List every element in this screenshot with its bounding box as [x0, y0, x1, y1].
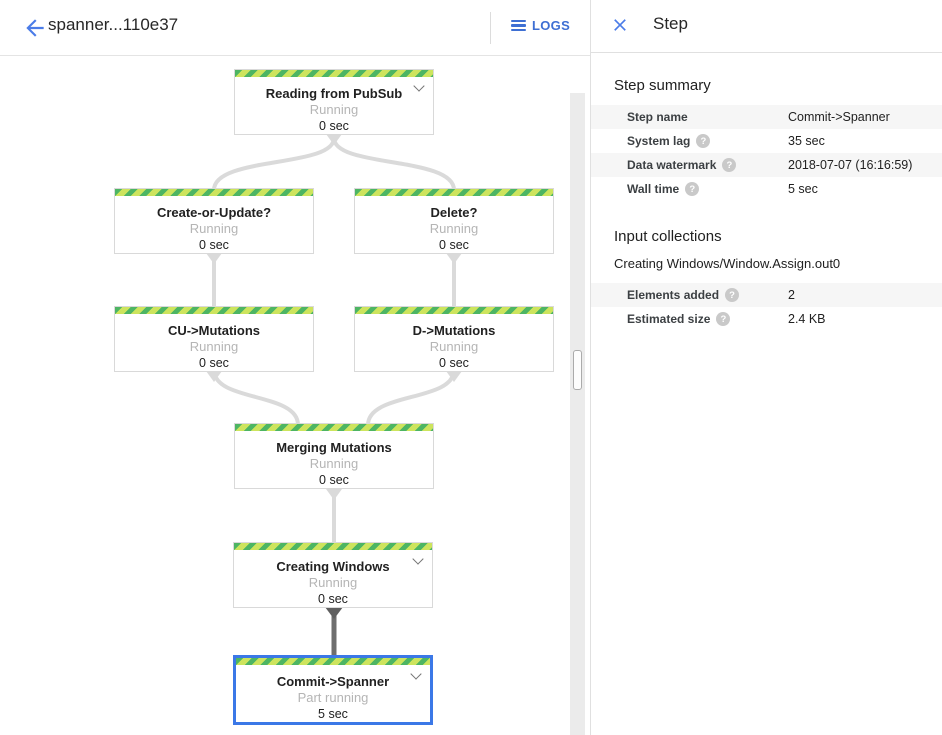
row-value: Commit->Spanner: [788, 110, 890, 124]
graph-node-creating-windows[interactable]: Creating Windows Running 0 sec: [233, 542, 433, 608]
node-title: Creating Windows: [276, 559, 390, 574]
graph-edges: [206, 134, 462, 657]
edge-cu-to-merging: [212, 368, 300, 427]
running-progress-stripe: [115, 307, 313, 314]
topbar: spanner...110e37 LOGS: [0, 0, 590, 56]
node-status: Running: [189, 221, 239, 236]
node-status: Running: [429, 221, 479, 236]
step-panel-header: Step: [591, 0, 942, 53]
row-value: 2018-07-07 (16:16:59): [788, 158, 913, 172]
help-icon[interactable]: ?: [716, 312, 731, 326]
help-icon[interactable]: ?: [696, 134, 711, 148]
graph-node-create-or-update[interactable]: Create-or-Update? Running 0 sec: [114, 188, 314, 254]
node-title: Commit->Spanner: [276, 674, 390, 689]
running-progress-stripe: [235, 70, 433, 77]
input-collection-name: Creating Windows/Window.Assign.out0: [614, 256, 841, 271]
arrowhead: [326, 489, 342, 500]
row-value: 2.4 KB: [788, 312, 826, 326]
node-status: Running: [309, 456, 359, 471]
running-progress-stripe: [236, 658, 430, 665]
arrowhead: [446, 371, 462, 382]
back-arrow-icon[interactable]: [22, 15, 48, 41]
graph-pane: Reading from PubSub Running 0 sec Create…: [0, 0, 591, 735]
summary-row-data-watermark: Data watermark ? 2018-07-07 (16:16:59): [591, 153, 942, 177]
node-status: Running: [189, 339, 239, 354]
row-value: 5 sec: [788, 182, 818, 196]
panel-title: Step: [653, 14, 688, 33]
row-label: System lag ?: [627, 134, 788, 148]
input-collections-heading: Input collections: [614, 228, 722, 245]
step-details-panel: Step Step summary Step name Commit->Span…: [591, 0, 942, 735]
running-progress-stripe: [235, 424, 433, 431]
logs-list-icon: [511, 19, 526, 32]
topbar-divider: [490, 12, 491, 44]
node-title: Merging Mutations: [276, 440, 392, 455]
graph-node-commit-spanner-selected[interactable]: Commit->Spanner Part running 5 sec: [233, 655, 433, 725]
graph-scrollbar-thumb[interactable]: [573, 350, 582, 390]
help-icon[interactable]: ?: [722, 158, 737, 172]
graph-node-reading-from-pubsub[interactable]: Reading from PubSub Running 0 sec: [234, 69, 434, 135]
step-panel-body: Step summary Step name Commit->Spanner S…: [591, 52, 942, 331]
close-icon[interactable]: [610, 15, 630, 35]
edge-reading-to-create: [212, 136, 336, 192]
arrowhead: [446, 253, 462, 264]
node-time: 0 sec: [199, 238, 229, 252]
row-label: Step name: [627, 110, 688, 124]
graph-node-merging-mutations[interactable]: Merging Mutations Running 0 sec: [234, 423, 434, 489]
node-title: Reading from PubSub: [265, 86, 403, 101]
row-label: Elements added ?: [627, 288, 788, 302]
node-title: CU->Mutations: [167, 323, 261, 338]
summary-row-wall-time: Wall time ? 5 sec: [591, 177, 942, 201]
node-time: 0 sec: [439, 356, 469, 370]
node-time: 0 sec: [319, 119, 349, 133]
graph-node-delete[interactable]: Delete? Running 0 sec: [354, 188, 554, 254]
node-status: Running: [308, 575, 358, 590]
node-title: Delete?: [430, 205, 478, 220]
node-status: Running: [309, 102, 359, 117]
node-status: Part running: [297, 690, 369, 705]
summary-row-system-lag: System lag ? 35 sec: [591, 129, 942, 153]
node-status: Running: [429, 339, 479, 354]
node-time: 0 sec: [199, 356, 229, 370]
arrowhead-dark: [325, 607, 343, 619]
arrowhead: [326, 134, 342, 145]
graph-node-cu-mutations[interactable]: CU->Mutations Running 0 sec: [114, 306, 314, 372]
job-title: spanner...110e37: [48, 15, 179, 34]
input-row-estimated-size: Estimated size ? 2.4 KB: [591, 307, 942, 331]
row-label: Data watermark ?: [627, 158, 788, 172]
summary-row-step-name: Step name Commit->Spanner: [591, 105, 942, 129]
node-time: 0 sec: [319, 473, 349, 487]
running-progress-stripe: [355, 189, 553, 196]
graph-scrollbar-track[interactable]: [570, 93, 585, 735]
running-progress-stripe: [115, 189, 313, 196]
step-summary-heading: Step summary: [614, 77, 711, 94]
row-label: Estimated size ?: [627, 312, 788, 326]
node-time: 5 sec: [318, 707, 348, 721]
row-label: Wall time ?: [627, 182, 788, 196]
row-value: 35 sec: [788, 134, 825, 148]
edge-reading-to-delete: [332, 136, 456, 192]
running-progress-stripe: [355, 307, 553, 314]
arrowhead: [206, 253, 222, 264]
node-title: Create-or-Update?: [156, 205, 272, 220]
logs-button-label: LOGS: [532, 18, 571, 33]
row-value: 2: [788, 288, 795, 302]
graph-node-d-mutations[interactable]: D->Mutations Running 0 sec: [354, 306, 554, 372]
node-title: D->Mutations: [412, 323, 496, 338]
logs-button[interactable]: LOGS: [511, 18, 570, 33]
help-icon[interactable]: ?: [685, 182, 700, 196]
help-icon[interactable]: ?: [725, 288, 740, 302]
node-time: 0 sec: [318, 592, 348, 606]
arrowhead: [206, 371, 222, 382]
edge-d-to-merging: [366, 368, 456, 427]
input-row-elements-added: Elements added ? 2: [591, 283, 942, 307]
node-time: 0 sec: [439, 238, 469, 252]
running-progress-stripe: [234, 543, 432, 550]
